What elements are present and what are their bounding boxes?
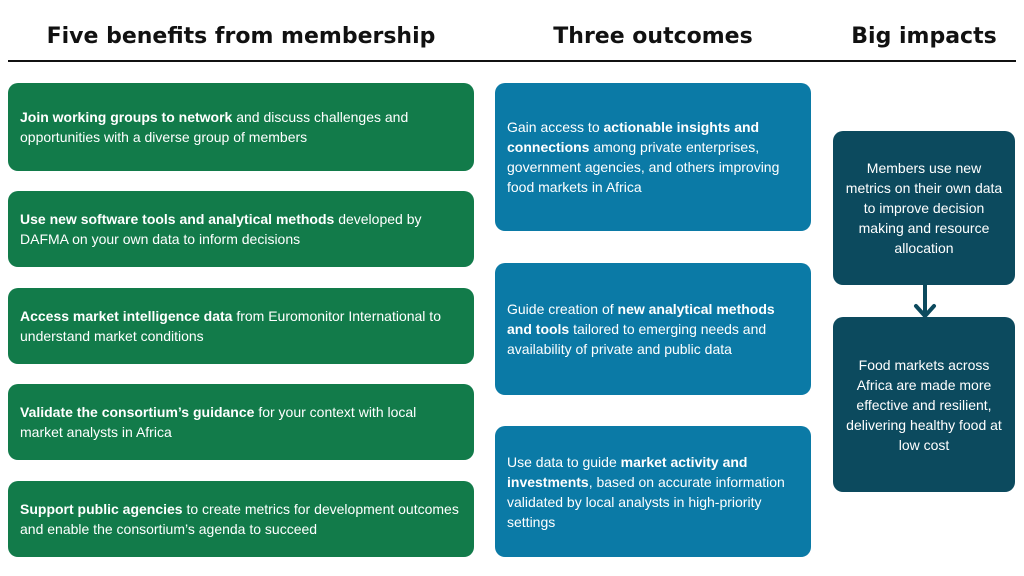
outcome-text: Gain access to actionable insights and c… [507,117,799,197]
outcome-highlight: actionable insights and connections [507,119,760,155]
benefit-detail: to create metrics for development outcom… [20,501,459,537]
benefit-box-validate-guidance: Validate the consortium’s guidance for y… [8,384,474,460]
benefit-text: Join working groups to network and discu… [20,107,462,147]
benefit-highlight: Use new software tools and analytical me… [20,211,335,227]
benefit-text: Support public agencies to create metric… [20,499,462,539]
benefit-box-software-tools: Use new software tools and analytical me… [8,191,474,267]
impact-box-food-markets: Food markets across Africa are made more… [833,317,1015,492]
outcome-lead: Guide creation of [507,301,618,317]
outcome-highlight: market activity and investments [507,453,748,490]
impact-text: Food markets across Africa are made more… [846,356,1002,453]
benefit-highlight: Validate the consortium’s guidance [20,404,255,420]
outcomes-heading: Three outcomes [553,24,753,49]
benefit-text: Use new software tools and analytical me… [20,209,462,249]
outcome-lead: Gain access to [507,119,604,135]
outcome-highlight: new analytical methods and tools [507,301,775,337]
header-divider [8,60,1016,62]
impacts-heading: Big impacts [851,24,997,49]
benefit-box-market-intelligence: Access market intelligence data from Eur… [8,288,474,364]
outcome-detail: among private enterprises, government ag… [507,139,780,195]
outcome-box-new-methods: Guide creation of new analytical methods… [495,263,811,395]
outcome-detail: , based on accurate information validate… [507,473,785,530]
benefit-detail: developed by DAFMA on your own data to i… [20,211,422,247]
benefit-highlight: Support public agencies [20,501,183,517]
benefit-text: Access market intelligence data from Eur… [20,306,462,346]
outcome-text: Guide creation of new analytical methods… [507,299,799,359]
benefit-highlight: Access market intelligence data [20,308,233,324]
benefit-detail: for your context with local market analy… [20,404,417,440]
impact-box-members-metrics: Members use new metrics on their own dat… [833,131,1015,285]
impact-text: Members use new metrics on their own dat… [845,160,1003,256]
benefit-detail: and discuss challenges and opportunities… [20,109,409,145]
outcome-lead: Use data to guide [507,453,621,470]
outcome-box-market-activity: Use data to guide market activity and in… [495,426,811,557]
benefit-box-public-agencies: Support public agencies to create metric… [8,481,474,557]
outcome-text: Use data to guide market activity and in… [507,452,799,532]
arrow-down-icon [914,284,936,318]
benefit-detail: from Euromonitor International to unders… [20,308,441,344]
outcome-detail: tailored to emerging needs and availabil… [507,321,767,357]
benefit-box-working-groups: Join working groups to network and discu… [8,83,474,171]
outcome-box-insights: Gain access to actionable insights and c… [495,83,811,231]
benefits-heading: Five benefits from membership [46,24,436,49]
benefit-highlight: Join working groups to network [20,109,233,125]
benefit-text: Validate the consortium’s guidance for y… [20,402,462,442]
